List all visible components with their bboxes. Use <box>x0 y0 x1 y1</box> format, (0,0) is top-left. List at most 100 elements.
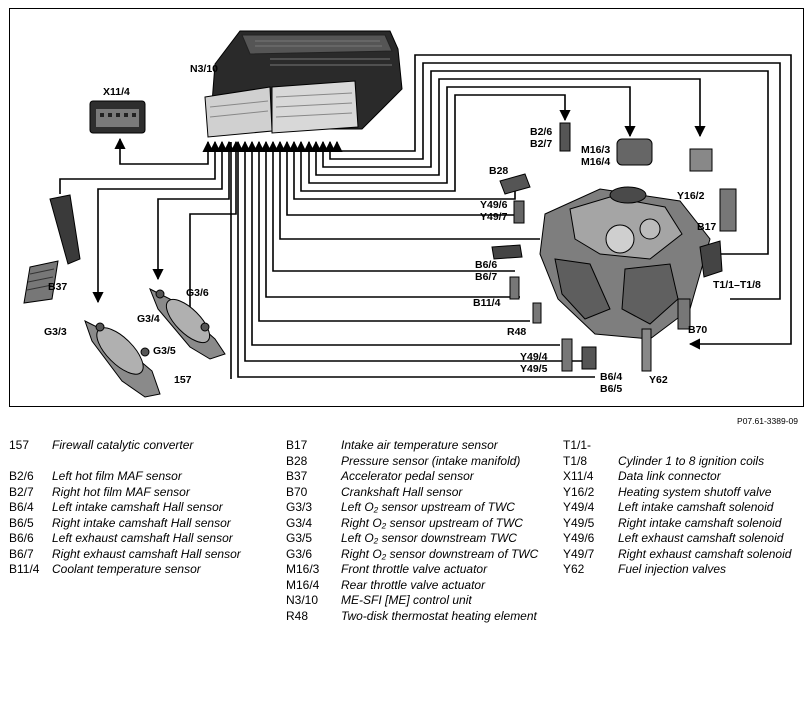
legend-description: Data link connector <box>618 469 721 483</box>
legend-description: ME-SFI [ME] control unit <box>341 593 472 607</box>
label-y49-7: Y49/7 <box>480 211 508 223</box>
legend-code: B2/7 <box>9 484 34 499</box>
legend-code: G3/6 <box>286 546 313 561</box>
legend-item: Y16/2 Heating system shutoff valve <box>563 485 812 501</box>
legend-description: Rear throttle valve actuator <box>341 577 486 592</box>
label-g3-3: G3/3 <box>44 326 67 338</box>
label-b2-6: B2/6 <box>530 126 552 138</box>
label-g3-6: G3/6 <box>186 287 209 299</box>
legend-description: Left intake camshaft Hall sensor <box>52 500 223 514</box>
legend-description: Left intake camshaft solenoid <box>618 500 774 514</box>
legend-item: X11/4 Data link connector <box>563 469 812 485</box>
legend-description <box>618 438 812 454</box>
legend-description: Firewall catalytic converter <box>52 438 194 452</box>
legend-code: R48 <box>286 608 309 623</box>
legend-code: B2/6 <box>9 469 34 483</box>
label-m16-4: M16/4 <box>581 156 610 168</box>
legend-code: Y49/6 <box>563 531 595 545</box>
legend-item: G3/6 Right O₂ sensor downstream of TWC <box>286 547 541 563</box>
legend-item: M16/3 Front throttle valve actuator <box>286 562 541 578</box>
legend-description: Left O₂ sensor upstream of TWC <box>341 500 515 514</box>
legend-item: B17 Intake air temperature sensor <box>286 438 541 454</box>
legend-item: G3/4 Right O₂ sensor upstream of TWC <box>286 516 541 532</box>
legend-code: G3/3 <box>286 500 313 514</box>
label-y16-2: Y16/2 <box>677 190 705 202</box>
legend-description: Right exhaust camshaft solenoid <box>618 546 792 561</box>
legend-description: Left exhaust camshaft Hall sensor <box>52 531 233 545</box>
legend-description: Right exhaust camshaft Hall sensor <box>52 546 241 561</box>
legend-item: Y49/4 Left intake camshaft solenoid <box>563 500 812 516</box>
label-x11-4: X11/4 <box>103 86 130 98</box>
legend-item: Y62 Fuel injection valves <box>563 562 812 578</box>
engine-v8 <box>539 186 711 340</box>
pedal-b37 <box>23 194 81 304</box>
legend-description: Intake air temperature sensor <box>341 438 498 452</box>
legend-code: B11/4 <box>9 562 40 576</box>
diagram-labels: N3/10 X11/4 B2/6 B2/7 M16/3 M16/4 B28 Y1… <box>44 63 761 395</box>
sensor-components <box>491 122 737 372</box>
legend-code: T1/8 <box>563 453 588 468</box>
label-y62: Y62 <box>649 374 668 386</box>
legend-code: Y62 <box>563 562 585 576</box>
legend-code: G3/4 <box>286 515 313 530</box>
legend-item: G3/3 Left O₂ sensor upstream of TWC <box>286 500 541 516</box>
label-y49-5: Y49/5 <box>520 363 548 375</box>
label-y49-4: Y49/4 <box>520 351 548 363</box>
legend-item: B2/6 Left hot film MAF sensor <box>9 469 267 485</box>
legend-description: Left exhaust camshaft solenoid <box>618 531 784 545</box>
legend-description: Pressure sensor (intake manifold) <box>341 453 521 468</box>
label-b2-7: B2/7 <box>530 138 552 150</box>
label-n3-10: N3/10 <box>190 63 218 75</box>
label-g3-4: G3/4 <box>137 313 160 325</box>
legend-description: Left hot film MAF sensor <box>52 469 182 483</box>
legend-description: Front throttle valve actuator <box>341 562 488 576</box>
legend-code: B28 <box>286 453 308 468</box>
legend-description: Heating system shutoff valve <box>618 484 772 499</box>
label-r48: R48 <box>507 326 526 338</box>
label-b6-6: B6/6 <box>475 259 497 271</box>
legend-code: Y49/4 <box>563 500 595 514</box>
legend-code: B17 <box>286 438 308 452</box>
reference-code: P07.61-3389-09 <box>737 416 798 426</box>
legend-item: Y49/6 Left exhaust camshaft solenoid <box>563 531 812 547</box>
label-b28: B28 <box>489 165 508 177</box>
legend-description: Right O₂ sensor downstream of TWC <box>341 546 539 561</box>
legend-code: Y16/2 <box>563 484 595 499</box>
catalytic-converters <box>84 287 226 398</box>
legend-code: Y49/5 <box>563 515 595 530</box>
label-t1: T1/1–T1/8 <box>713 279 761 291</box>
legend-code: B70 <box>286 484 308 499</box>
label-b11-4: B11/4 <box>473 297 501 309</box>
wire-harness <box>59 54 792 379</box>
legend-description: Left O₂ sensor downstream TWC <box>341 531 517 545</box>
label-b37: B37 <box>48 281 67 293</box>
legend-code: G3/5 <box>286 531 313 545</box>
legend-code: 157 <box>9 438 30 452</box>
legend-code: T1/1- <box>563 438 592 452</box>
legend-description: Right O₂ sensor upstream of TWC <box>341 515 523 530</box>
legend-description: Cylinder 1 to 8 ignition coils <box>618 453 765 468</box>
label-m16-3: M16/3 <box>581 144 610 156</box>
legend-description: Fuel injection valves <box>618 562 727 576</box>
wiring-diagram: N3/10 X11/4 B2/6 B2/7 M16/3 M16/4 B28 Y1… <box>23 30 792 398</box>
legend-description: Accelerator pedal sensor <box>341 469 474 483</box>
legend-item <box>9 454 267 470</box>
legend-code: M16/3 <box>286 562 320 576</box>
legend-description: Right intake camshaft solenoid <box>618 515 782 530</box>
legend-code: X11/4 <box>563 469 594 483</box>
label-157: 157 <box>174 374 192 386</box>
legend-item: T1/8 Cylinder 1 to 8 ignition coils <box>563 454 812 470</box>
